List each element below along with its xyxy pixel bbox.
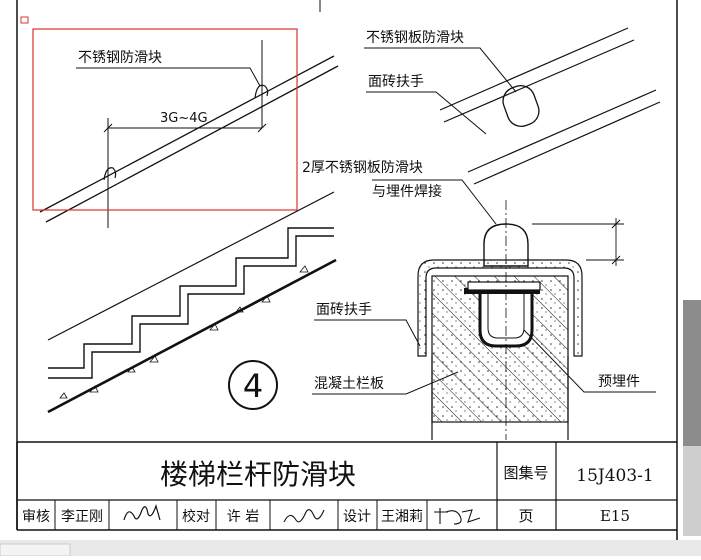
side-strip — [683, 300, 701, 446]
spacing-tick-left — [103, 123, 113, 133]
plan-line-3 — [467, 89, 657, 173]
handrail-line-top — [39, 55, 335, 213]
highlight-box — [32, 28, 298, 211]
block-label: 不锈钢防滑块 — [78, 49, 162, 66]
spacing-tick-right — [257, 123, 267, 133]
title-block: 楼梯栏杆防滑块 图集号 15J403-1 页 E15 审核 李正刚 校对 许 岩… — [16, 441, 677, 531]
plate-block-2mm-label-2: 与埋件焊接 — [372, 183, 442, 200]
atlas-label: 图集号 — [503, 464, 548, 482]
review-label: 审核 — [22, 509, 50, 525]
plate-block-label: 不锈钢板防滑块 — [366, 29, 464, 46]
embedded-part-label: 预埋件 — [598, 374, 640, 390]
stair-elevation: 3G~4G 不锈钢防滑块 4 — [32, 28, 339, 414]
handrail-line-bottom — [45, 65, 339, 223]
drawing-title: 楼梯栏杆防滑块 — [160, 458, 356, 491]
plate-block-leader — [364, 47, 517, 93]
handrail-section: 2厚不锈钢板防滑块 与埋件焊接 面砖扶手 混凝土栏板 预埋件 — [302, 159, 656, 440]
plan-line-2 — [443, 39, 635, 123]
plan-line-1 — [439, 27, 629, 111]
embedded-part-leader — [523, 329, 656, 393]
embed-plate-outline — [467, 281, 541, 291]
page-number: E15 — [600, 507, 630, 525]
detail-number: 4 — [243, 367, 263, 405]
spacing-label: 3G~4G — [160, 111, 208, 126]
anti-slip-block-lower — [103, 167, 117, 181]
tile-handrail-section-label: 面砖扶手 — [316, 302, 372, 318]
dim-tick-bottom — [611, 255, 621, 265]
side-strip-light — [683, 446, 701, 536]
tile-handrail-section-leader — [314, 319, 421, 347]
plan-line-4 — [473, 101, 661, 185]
concrete-railing-leader — [312, 371, 459, 395]
concrete-railing-label: 混凝土栏板 — [314, 376, 384, 392]
plate-block-plan — [502, 85, 540, 127]
stair-steps-upper — [48, 227, 334, 369]
tile-handrail-top-label: 面砖扶手 — [368, 74, 424, 90]
concrete-marks — [59, 265, 309, 399]
designer-name: 王湘莉 — [381, 509, 423, 525]
page-label: 页 — [518, 507, 533, 525]
stair-slab-top — [47, 191, 335, 341]
block-leader — [76, 67, 261, 87]
dim-tick-top — [611, 219, 621, 229]
plate-block-2mm-leader — [372, 179, 497, 225]
bottom-bar-tab — [0, 543, 71, 557]
plate-block-2mm-label-1: 2厚不锈钢板防滑块 — [302, 159, 423, 176]
atlas-number: 15J403-1 — [576, 466, 653, 486]
tile-handrail-top-leader — [366, 91, 487, 135]
selection-marker — [20, 16, 29, 24]
check-label: 校对 — [182, 508, 210, 525]
stair-slab-bottom — [47, 258, 337, 414]
handrail-plan: 不锈钢板防滑块 面砖扶手 — [364, 27, 661, 185]
anti-slip-block-upper — [254, 84, 269, 99]
reviewer-name: 李正刚 — [61, 509, 103, 525]
stair-steps-inner — [48, 235, 334, 379]
embed-anchor-inner — [487, 294, 525, 339]
tile-cap-outer — [417, 259, 583, 357]
detail-number-circle — [228, 360, 278, 410]
bottom-bar — [0, 540, 701, 556]
designer-signature — [434, 508, 481, 525]
embed-plate — [464, 288, 540, 294]
design-label: 设计 — [343, 509, 371, 525]
checker-signature — [283, 509, 325, 523]
checker-name: 许 岩 — [227, 509, 259, 525]
reviewer-signature — [123, 504, 161, 521]
